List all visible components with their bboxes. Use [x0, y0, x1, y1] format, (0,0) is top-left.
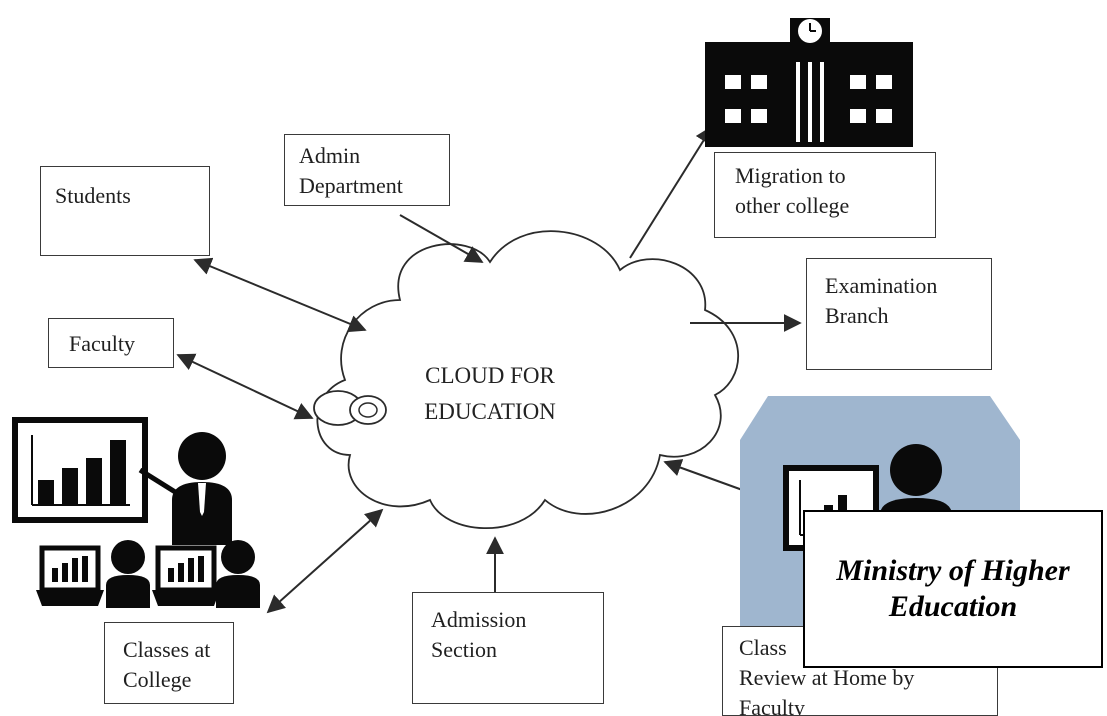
- cloud-migration-arrow: [629, 125, 713, 259]
- faculty-box: Faculty: [48, 318, 174, 368]
- college-building-icon: [705, 18, 913, 147]
- presenter-chart-icon: [12, 417, 232, 545]
- students-cloud-arrow: [193, 257, 367, 333]
- classes-cloud-arrow: [266, 508, 384, 614]
- admin-department-box: Admin Department: [284, 134, 450, 206]
- classes-at-college-box: Classes at College: [104, 622, 234, 704]
- admission-section-box: Admission Section: [412, 592, 604, 704]
- students-box: Students: [40, 166, 210, 256]
- cloud-shape: [313, 230, 740, 530]
- faculty-cloud-arrow: [176, 353, 314, 420]
- students-laptops-icon: [36, 540, 260, 608]
- classreview-cloud-arrow: [663, 459, 749, 493]
- cloud-label: CLOUD FOR EDUCATION: [424, 363, 556, 424]
- examination-branch-box: Examination Branch: [806, 258, 992, 370]
- ministry-label: Ministry of Higher Education: [803, 510, 1103, 668]
- admin-cloud-arrow: [399, 214, 484, 263]
- migration-box: Migration to other college: [714, 152, 936, 238]
